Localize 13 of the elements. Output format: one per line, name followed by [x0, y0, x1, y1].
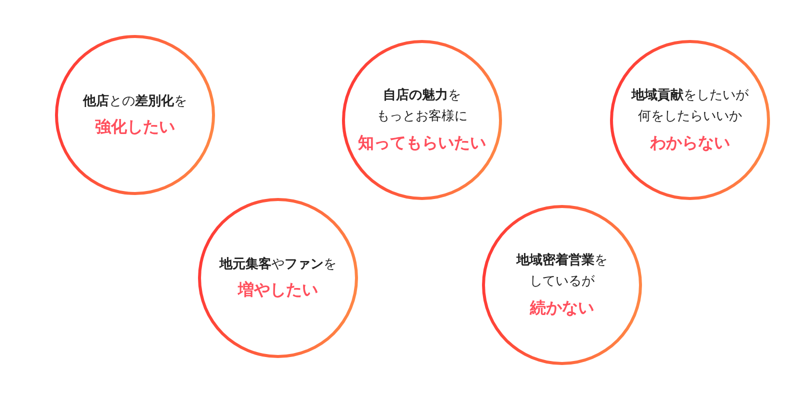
circle-text: 他店との差別化を [83, 94, 187, 110]
circle-text: 自店の魅力を [383, 88, 461, 104]
circle-text: もっとお客様に [376, 109, 468, 125]
emphasis-text: 知ってもらいたい [358, 133, 486, 152]
emphasis-text: 増やしたい [238, 280, 318, 300]
emphasis-text: わからない [650, 133, 730, 152]
circle-text: 何をしたらいいか [638, 109, 742, 125]
circle-text: 地域密着営業を [516, 252, 608, 268]
emphasis-text: 続かない [530, 298, 594, 318]
circle-text: しているが [530, 274, 594, 290]
circle-text: 地元集客やファンを [220, 256, 336, 272]
emphasis-text: 強化したい [95, 117, 175, 136]
circle-text: 地域貢献をしたいが [632, 88, 748, 104]
